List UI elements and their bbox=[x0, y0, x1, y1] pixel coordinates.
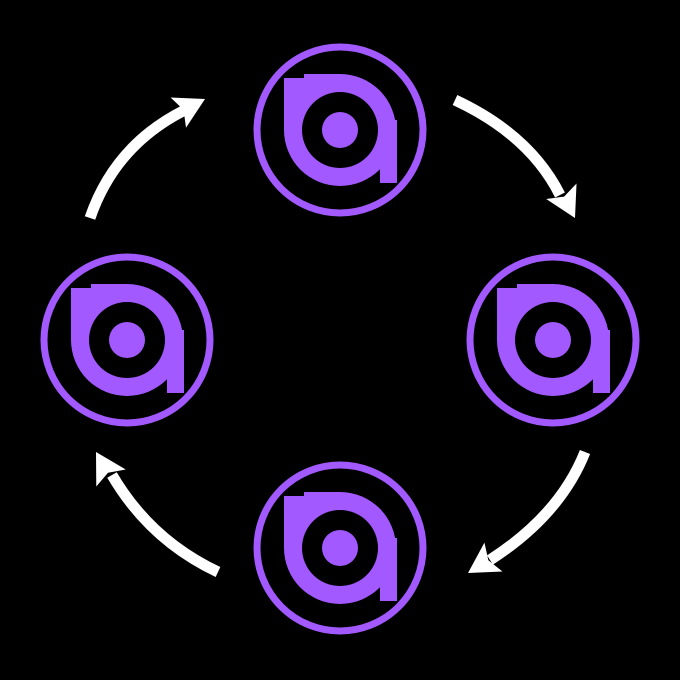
brand-logo-icon-left bbox=[44, 257, 210, 423]
arrow-head-icon bbox=[468, 542, 503, 573]
brand-logo-icon-right bbox=[470, 257, 636, 423]
arrow-top-right bbox=[452, 95, 577, 218]
brand-logo-icon-top bbox=[257, 47, 423, 213]
arrow-shaft bbox=[84, 105, 188, 220]
arrow-head-icon bbox=[170, 97, 205, 128]
arrow-bottom-left bbox=[96, 452, 221, 577]
arrow-shaft bbox=[107, 472, 221, 577]
arrow-right-bottom bbox=[468, 449, 591, 573]
arrow-left-top bbox=[84, 97, 205, 220]
nodes-layer bbox=[44, 47, 636, 631]
arrow-shaft bbox=[452, 95, 565, 198]
arrow-head-icon bbox=[546, 183, 577, 218]
brand-logo-icon-bottom bbox=[257, 465, 423, 631]
arrows-layer bbox=[84, 95, 591, 577]
arrow-head-icon bbox=[96, 452, 126, 487]
arrow-shaft bbox=[487, 449, 591, 565]
